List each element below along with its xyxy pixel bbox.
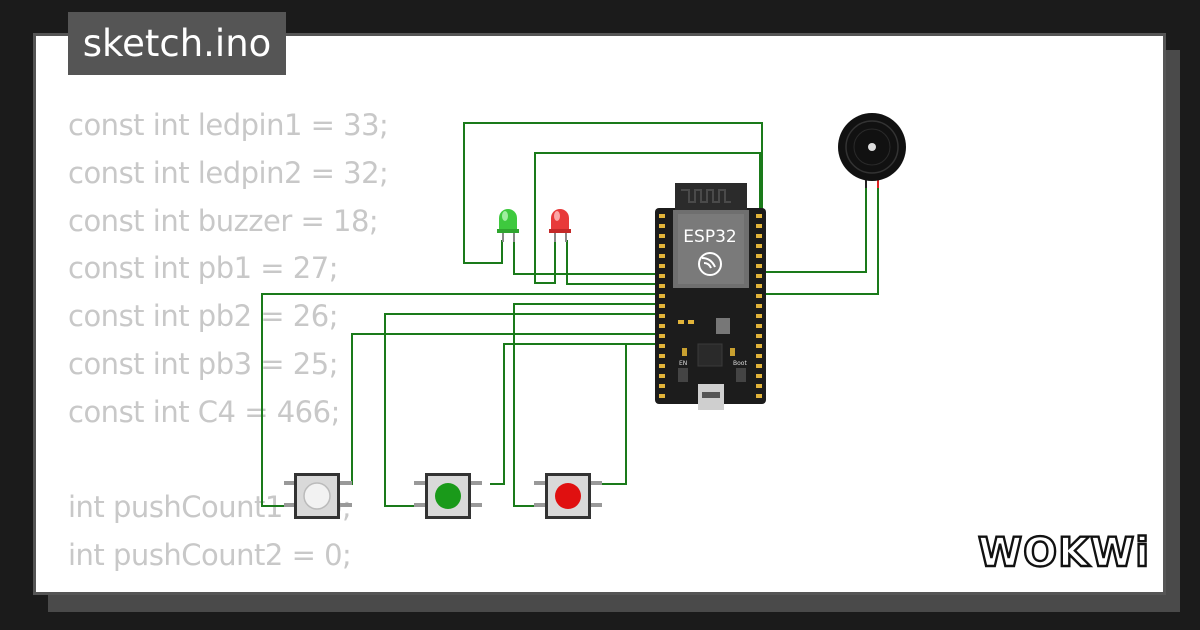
wires bbox=[261, 122, 879, 507]
espressif-logo-icon bbox=[698, 252, 722, 276]
wire-led1-cathode bbox=[513, 240, 665, 275]
wire-led2-cathode bbox=[566, 240, 665, 285]
board-label: ESP32 bbox=[683, 227, 736, 247]
wire-gnd-3 bbox=[595, 343, 665, 485]
pushbutton-white[interactable] bbox=[284, 473, 352, 519]
wokwi-logo-text: WOKWi bbox=[978, 530, 1150, 576]
wire-pb3 bbox=[513, 303, 665, 507]
led-green[interactable] bbox=[497, 209, 519, 242]
regulator-chip bbox=[716, 318, 730, 334]
code-line: const int pb1 = 27; bbox=[68, 251, 338, 286]
pushbutton-red[interactable] bbox=[534, 473, 602, 519]
filename-tab[interactable]: sketch.ino bbox=[68, 12, 286, 75]
buzzer[interactable] bbox=[838, 113, 906, 188]
en-button[interactable] bbox=[678, 368, 688, 382]
wire-pb2 bbox=[384, 313, 665, 507]
left-pin-header bbox=[659, 214, 665, 398]
en-label: EN bbox=[679, 360, 687, 367]
wokwi-logo: WOKWi bbox=[977, 529, 1150, 576]
wire-led1-anode bbox=[463, 122, 763, 264]
boot-label: Boot bbox=[733, 360, 747, 367]
code-line: const int pb3 = 25; bbox=[68, 346, 338, 381]
code-line: const int ledpin1 = 33; bbox=[68, 108, 389, 142]
right-pin-header bbox=[756, 214, 762, 398]
code-line: int pushCount2 = 0; bbox=[68, 538, 352, 573]
pushbutton-green[interactable] bbox=[414, 473, 482, 519]
wire-buzzer-2 bbox=[760, 186, 879, 295]
boot-button[interactable] bbox=[736, 368, 746, 382]
wire-led2-anode bbox=[534, 152, 761, 284]
wire-pb1 bbox=[261, 293, 665, 507]
code-line: const int C4 = 466; bbox=[68, 394, 340, 429]
wire-buzzer-1 bbox=[760, 186, 867, 273]
code-line: const int buzzer = 18; bbox=[68, 203, 379, 238]
wire-gnd-2 bbox=[490, 343, 665, 485]
esp32-board[interactable]: ESP32 bbox=[655, 183, 766, 410]
code-line: const int ledpin2 = 32; bbox=[68, 155, 389, 190]
code-line: const int pb2 = 26; bbox=[68, 299, 338, 334]
led-red[interactable] bbox=[549, 209, 571, 242]
usb-uart-chip bbox=[697, 343, 723, 367]
